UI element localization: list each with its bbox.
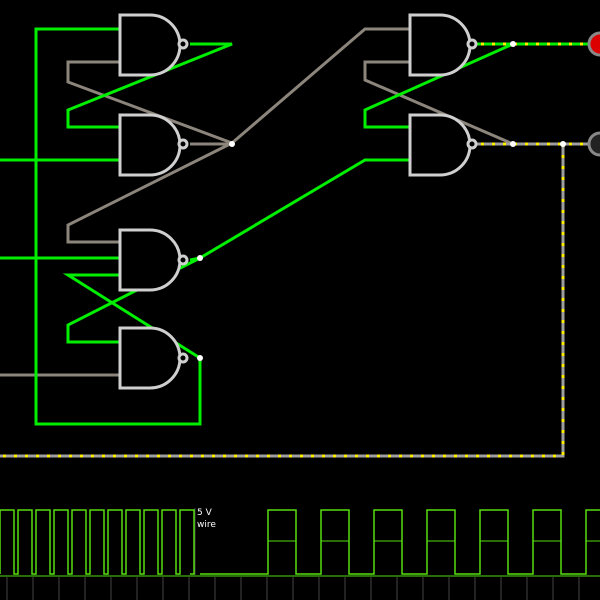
scope-trace-output [200,509,600,575]
low-wires [0,27,514,377]
led-qbar[interactable] [587,131,600,157]
cross-wire-high-2[interactable] [363,42,514,129]
high-wires [0,27,514,426]
nand-gate-1[interactable] [118,13,189,77]
feedback-wire-low-1[interactable] [66,60,233,145]
node-gate4-output[interactable] [197,355,203,361]
scope-panel[interactable] [0,508,600,600]
led-q[interactable] [587,31,600,57]
node-probe[interactable] [560,141,566,147]
probe-wire-dots [0,144,565,458]
nand-gate-3[interactable] [118,228,189,292]
scope-grid [0,575,600,600]
clock-bus-wire[interactable] [34,27,202,426]
probe-wire[interactable] [0,144,565,458]
leds [587,31,600,157]
nand-gate-6[interactable] [408,113,478,177]
nand-gate-5[interactable] [408,13,478,77]
cross-wire-low-1[interactable] [66,141,233,244]
node-gate2-output[interactable] [229,141,235,147]
junction-nodes [197,41,566,361]
node-gate3-output[interactable] [197,255,203,261]
output-wire-low[interactable] [231,27,410,145]
node-q-output[interactable] [510,41,516,47]
nand-gate-2[interactable] [118,113,189,177]
node-qbar-output[interactable] [510,141,516,147]
gates [118,13,478,390]
scope-value-label: 5 V [197,508,212,518]
scope-name-label: wire [197,520,216,530]
scope-trace-clock [0,509,195,575]
bus-wires [0,42,588,458]
nand-gate-4[interactable] [118,326,189,390]
cross-wire-high-1[interactable] [199,158,410,260]
feedback-wire-low-3[interactable] [363,60,514,146]
gate1-output-wire[interactable] [66,42,233,129]
